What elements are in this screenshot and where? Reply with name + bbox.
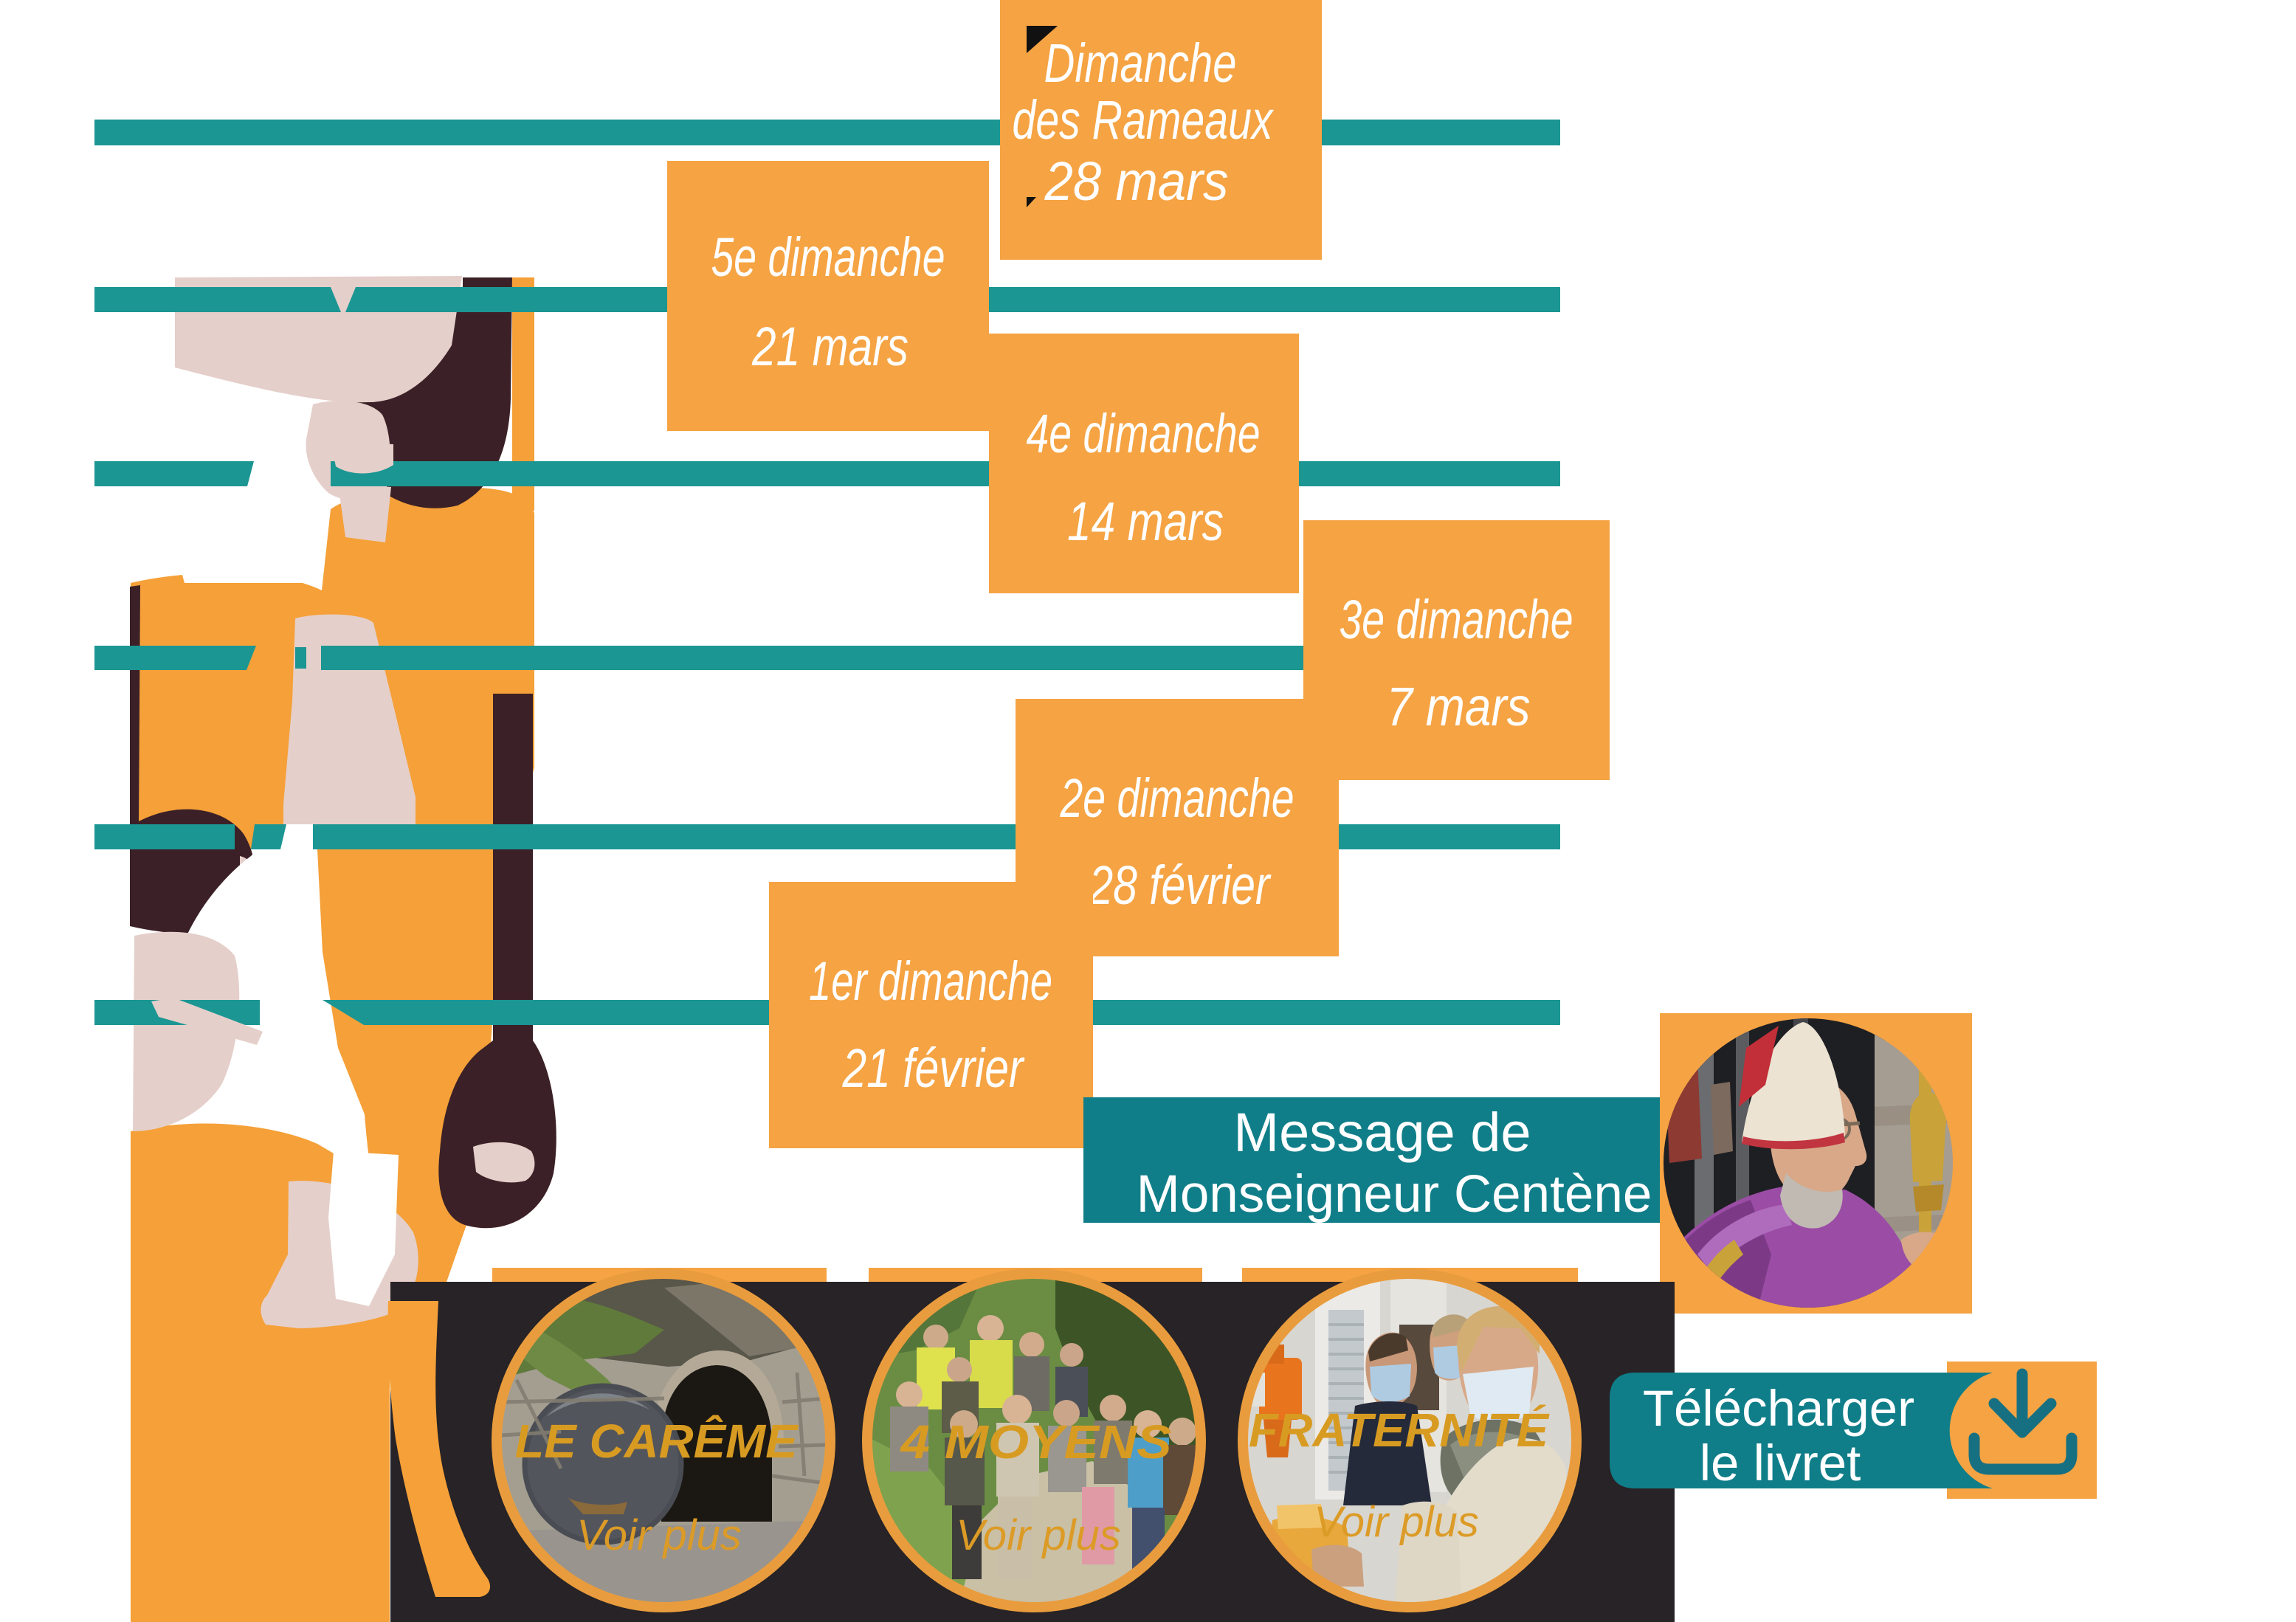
svg-text:4 MOYENS: 4 MOYENS xyxy=(899,1415,1172,1469)
svg-text:7 mars: 7 mars xyxy=(1387,676,1531,737)
svg-text:28 février: 28 février xyxy=(1089,855,1272,916)
svg-text:14 mars: 14 mars xyxy=(1067,491,1224,552)
svg-text:3e dimanche: 3e dimanche xyxy=(1340,589,1573,650)
svg-text:Dimanche: Dimanche xyxy=(1044,32,1237,94)
svg-text:21 mars: 21 mars xyxy=(751,316,909,377)
svg-text:Voir plus: Voir plus xyxy=(576,1511,742,1559)
svg-text:LE CARÊME: LE CARÊME xyxy=(515,1414,799,1468)
svg-text:Monseigneur Centène: Monseigneur Centène xyxy=(1137,1165,1652,1224)
svg-text:28 mars: 28 mars xyxy=(1044,151,1229,212)
svg-text:Télécharger: Télécharger xyxy=(1643,1380,1914,1437)
svg-text:des Rameaux: des Rameaux xyxy=(1013,89,1275,151)
svg-text:4e dimanche: 4e dimanche xyxy=(1027,403,1261,464)
svg-text:Message de: Message de xyxy=(1233,1102,1531,1163)
svg-text:Voir plus: Voir plus xyxy=(1314,1498,1479,1546)
svg-text:2e dimanche: 2e dimanche xyxy=(1060,767,1294,829)
svg-text:le livret: le livret xyxy=(1700,1435,1861,1491)
svg-text:21 février: 21 février xyxy=(842,1038,1025,1099)
svg-text:5e dimanche: 5e dimanche xyxy=(711,227,945,288)
svg-text:FRATERNITÉ: FRATERNITÉ xyxy=(1249,1404,1550,1457)
svg-text:Voir plus: Voir plus xyxy=(956,1511,1121,1559)
svg-text:1er dimanche: 1er dimanche xyxy=(809,950,1052,1012)
